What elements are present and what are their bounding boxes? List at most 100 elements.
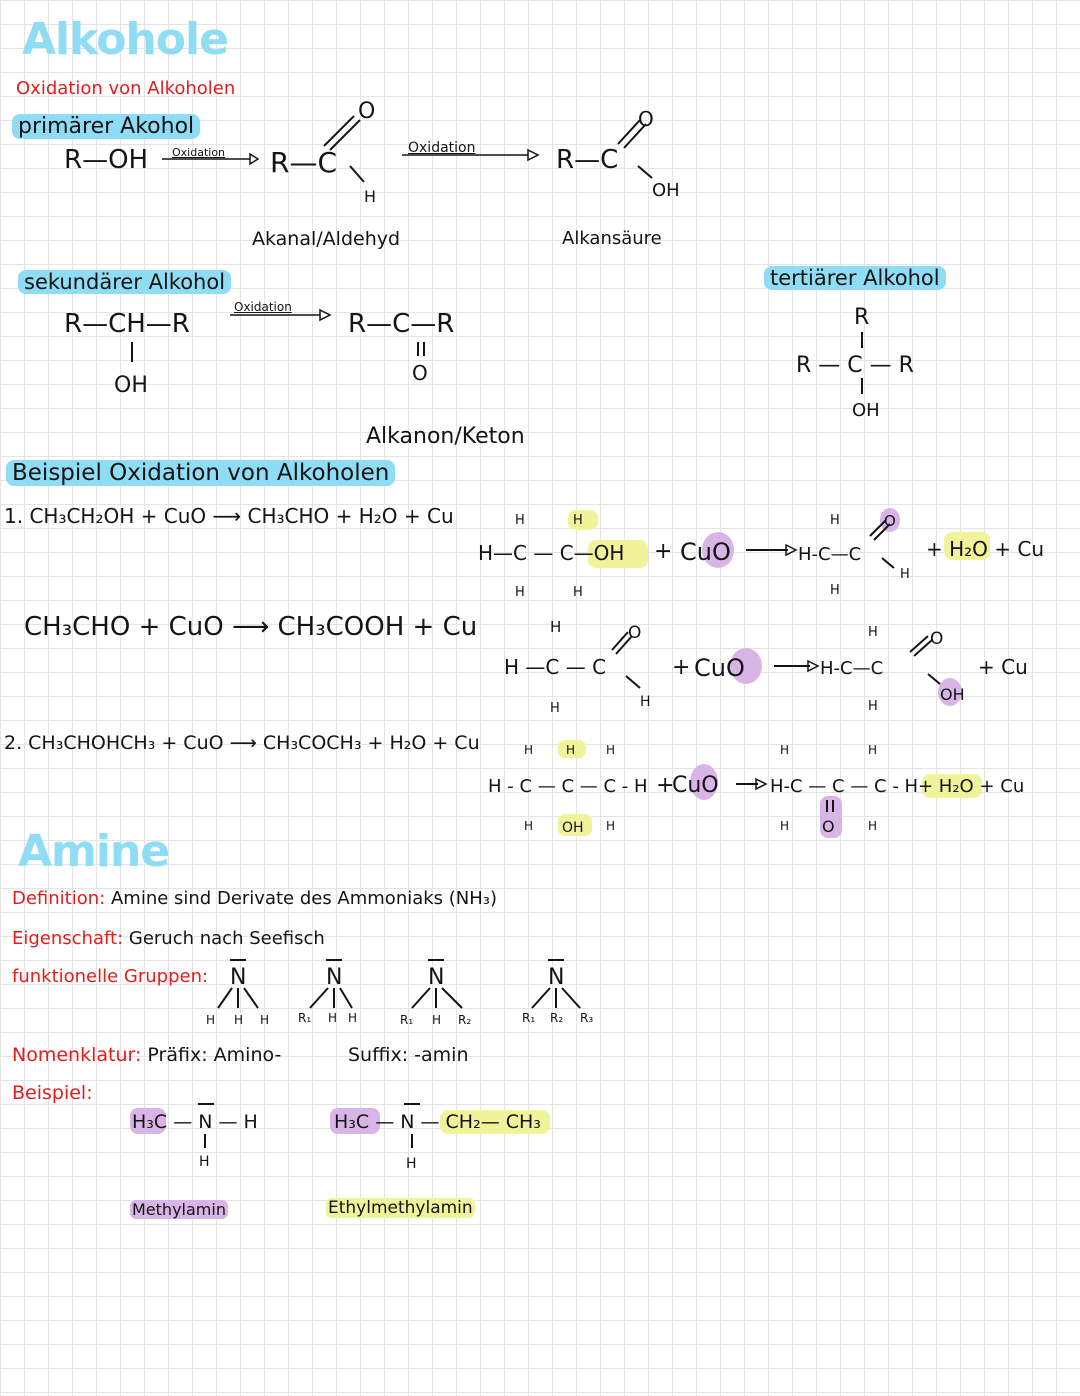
methylamine-structure: H₃C — N — H H <box>130 1103 258 1170</box>
primary-alcohol-label: primärer Akohol <box>12 114 201 139</box>
suffix-text: Suffix: -amin <box>348 1044 469 1066</box>
svg-text:OH: OH <box>852 400 880 421</box>
property-row: Eigenschaft: Geruch nach Seefisch <box>12 928 325 949</box>
reaction-arrow-3 <box>230 308 332 322</box>
svg-text:R₁: R₁ <box>298 1011 311 1025</box>
tertiary-amine-group: N R₁ R₂ R₃ <box>522 959 593 1025</box>
primary-amine-group: N R₁ H H <box>298 959 357 1025</box>
ketone-name: Alkanon/Keton <box>366 424 525 449</box>
arrow-label-oxidation-2: Oxidation <box>408 140 476 156</box>
ethylmethylamine-name: Ethylmethylamin <box>326 1198 475 1218</box>
svg-text:H: H <box>260 1013 269 1027</box>
svg-text:H: H <box>206 1013 215 1027</box>
svg-text:H: H <box>234 1013 243 1027</box>
svg-text:H: H <box>606 743 615 757</box>
definition-text: Amine sind Derivate des Ammoniaks (NH₃) <box>110 888 498 909</box>
svg-text:R₂: R₂ <box>550 1011 563 1025</box>
svg-text:H: H <box>432 1013 441 1027</box>
arrow-label-oxidation-3: Oxidation <box>234 300 292 314</box>
svg-text:+: + <box>672 655 690 680</box>
example-oxidation-heading: Beispiel Oxidation von Alkoholen <box>6 460 396 486</box>
svg-text:OH: OH <box>114 373 148 398</box>
svg-text:H: H <box>868 699 878 714</box>
svg-text:N: N <box>230 965 246 990</box>
svg-text:O: O <box>638 107 654 131</box>
svg-text:+ H₂O + Cu: + H₂O + Cu <box>926 537 1044 561</box>
svg-text:CuO: CuO <box>694 654 745 682</box>
svg-text:OH: OH <box>652 180 680 201</box>
svg-text:+: + <box>656 773 674 798</box>
svg-text:O: O <box>628 623 641 643</box>
svg-text:N: N <box>428 965 444 990</box>
equation-1-structures: H H H—C — C—OH H H + CuO H-C—C H H O H +… <box>478 508 1044 600</box>
svg-text:H: H <box>406 1156 417 1172</box>
svg-text:O: O <box>412 361 428 385</box>
svg-text:H: H <box>524 819 533 833</box>
svg-text:N: N <box>326 965 342 990</box>
svg-text:H: H <box>328 1011 337 1025</box>
section-title-amine: Amine <box>18 826 170 877</box>
ketone-structure: R—C—R O <box>348 309 454 385</box>
svg-text:R—C—R: R—C—R <box>348 309 454 339</box>
primary-reactant: R—OH <box>64 145 149 175</box>
carboxylic-acid-structure: R—C O OH <box>556 107 680 201</box>
svg-text:R₁: R₁ <box>522 1011 535 1025</box>
svg-text:R: R <box>854 305 869 330</box>
svg-text:H: H <box>606 819 615 833</box>
carboxylic-acid-name: Alkansäure <box>562 228 662 249</box>
svg-text:H: H <box>640 694 651 710</box>
amine-functional-groups: N H H H N R₁ H H N R₁ H R₂ N R₁ R₂ R₃ <box>206 959 593 1027</box>
svg-text:O: O <box>930 629 943 649</box>
property-text: Geruch nach Seefisch <box>128 928 325 949</box>
example-label: Beispiel: <box>12 1082 93 1104</box>
svg-text:R — C — R: R — C — R <box>796 353 914 378</box>
svg-text:O: O <box>884 512 896 530</box>
ethylmethylamine-structure: H₃C — N — CH₂— CH₃ H <box>330 1103 550 1172</box>
svg-text:N: N <box>548 965 564 990</box>
svg-text:H: H <box>199 1154 210 1170</box>
property-label: Eigenschaft: <box>12 928 124 949</box>
svg-text:R—C: R—C <box>556 145 618 175</box>
svg-text:O: O <box>822 817 835 836</box>
svg-text:O: O <box>358 99 375 124</box>
svg-text:CuO: CuO <box>672 773 719 798</box>
ammonia-group: N H H H <box>206 959 269 1027</box>
svg-text:R₂: R₂ <box>458 1013 471 1027</box>
arrow-label-oxidation-1: Oxidation <box>172 146 226 159</box>
oxidation-heading: Oxidation von Alkoholen <box>16 78 236 99</box>
svg-text:H: H <box>515 585 525 600</box>
svg-text:H: H <box>830 583 840 598</box>
prefix-text: Präfix: Amino- <box>147 1044 282 1066</box>
svg-text:H: H <box>830 513 840 528</box>
equation-1b: CH₃CHO + CuO ⟶ CH₃COOH + Cu <box>24 612 478 642</box>
equation-1: 1. CH₃CH₂OH + CuO ⟶ CH₃CHO + H₂O + Cu <box>4 504 454 528</box>
methylamine-name: Methylamin <box>130 1200 228 1219</box>
svg-text:H: H <box>780 743 789 757</box>
svg-text:+ Cu: + Cu <box>978 655 1028 679</box>
svg-text:R₁: R₁ <box>400 1013 413 1027</box>
aldehyde-name: Akanal/Aldehyd <box>252 228 401 250</box>
equation-1b-structures: H H —C — C H O H + CuO H-C—C H H O OH + … <box>504 618 1028 716</box>
secondary-amine-group: N R₁ H R₂ <box>400 959 471 1027</box>
svg-text:H₃C — N — H: H₃C — N — H <box>132 1111 258 1133</box>
svg-text:H: H <box>780 819 789 833</box>
reaction-arrow-2 <box>402 148 540 162</box>
svg-text:OH: OH <box>940 685 965 704</box>
svg-text:H-C—C: H-C—C <box>798 544 861 565</box>
svg-text:R—C: R—C <box>270 146 337 179</box>
nomenclature-row: Nomenklatur: Präfix: Amino- <box>12 1044 281 1066</box>
tertiary-alcohol-structure: R R — C — R OH <box>796 305 914 421</box>
aldehyde-structure: R—C O H <box>270 99 376 206</box>
svg-text:R₃: R₃ <box>580 1011 593 1025</box>
svg-text:H: H <box>868 819 877 833</box>
svg-text:H: H <box>364 187 376 206</box>
svg-text:H—C — C—OH: H—C — C—OH <box>478 541 624 565</box>
secondary-alcohol-structure: R—CH—R OH <box>64 309 190 398</box>
svg-text:H —C — C: H —C — C <box>504 655 606 679</box>
equation-2: 2. CH₃CHOHCH₃ + CuO ⟶ CH₃COCH₃ + H₂O + C… <box>4 732 480 754</box>
svg-text:H: H <box>566 743 575 757</box>
svg-text:H: H <box>524 743 533 757</box>
nomenclature-label: Nomenklatur: <box>12 1044 142 1066</box>
svg-text:OH: OH <box>562 820 584 836</box>
svg-text:H: H <box>900 567 910 582</box>
